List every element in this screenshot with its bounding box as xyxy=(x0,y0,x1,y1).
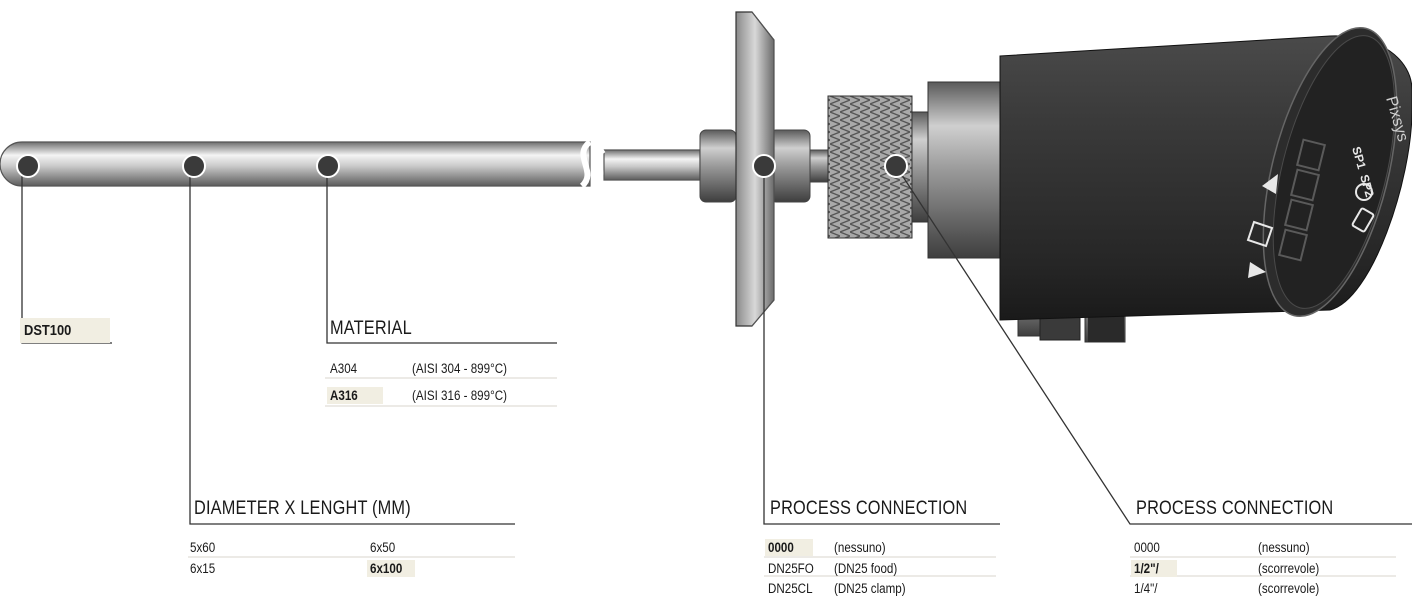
dimension-option: 6x15 xyxy=(190,561,216,576)
selected-highlight xyxy=(1131,560,1177,577)
material-option-code: A316 xyxy=(330,388,358,403)
material-option-code: A304 xyxy=(330,361,358,376)
process-option-desc: (DN25 food) xyxy=(834,561,898,576)
process-option-desc: (nessuno) xyxy=(834,540,886,555)
nfc-icon xyxy=(1355,183,1373,201)
process-option-desc: (nessuno) xyxy=(1258,540,1310,555)
selected-highlight xyxy=(327,387,383,404)
clamp-fitting xyxy=(699,129,833,203)
dimension-option: 6x50 xyxy=(370,540,396,555)
dimension-title: DIAMETER X LENGHT (MM) xyxy=(194,498,411,519)
material-option-desc: (AISI 304 - 899°C) xyxy=(412,361,507,376)
leader-lines xyxy=(21,165,1412,525)
process-connection-title: PROCESS CONNECTION xyxy=(770,498,968,519)
process-option-code: 0000 xyxy=(1134,540,1160,555)
up-arrow-icon xyxy=(1262,174,1278,194)
thread-section xyxy=(827,95,933,239)
enter-icon xyxy=(1246,220,1274,248)
process-option-code: 0000 xyxy=(768,540,794,555)
dimension-option: 6x100 xyxy=(370,561,403,576)
material-option-desc: (AISI 316 - 899°C) xyxy=(412,388,507,403)
product-code-highlight xyxy=(20,318,110,343)
material-title: MATERIAL xyxy=(330,318,412,339)
process-option-code: 1/4"/ xyxy=(1134,581,1158,596)
process-connection-title: PROCESS CONNECTION xyxy=(1136,498,1334,519)
phone-icon xyxy=(1351,207,1375,233)
display-head: SP1 SP2 Pixsys xyxy=(999,26,1412,321)
product-code: DST100 xyxy=(24,322,72,339)
process-option-code: 1/2"/ xyxy=(1134,561,1159,576)
process-option-code: DN25CL xyxy=(768,581,813,596)
process-option-desc: (scorrevole) xyxy=(1258,581,1320,596)
probe-rod xyxy=(0,139,701,189)
selected-highlight xyxy=(367,560,415,577)
callout-dots xyxy=(16,154,908,178)
dimension-option: 5x60 xyxy=(190,540,216,555)
sp1-label: SP1 xyxy=(1349,145,1369,171)
process-option-desc: (DN25 clamp) xyxy=(834,581,906,596)
sp2-label: SP2 xyxy=(1357,173,1377,199)
selected-highlight xyxy=(765,539,813,556)
process-option-desc: (scorrevole) xyxy=(1258,561,1320,576)
process-option-code: DN25FO xyxy=(768,561,814,576)
down-arrow-icon xyxy=(1248,262,1266,278)
